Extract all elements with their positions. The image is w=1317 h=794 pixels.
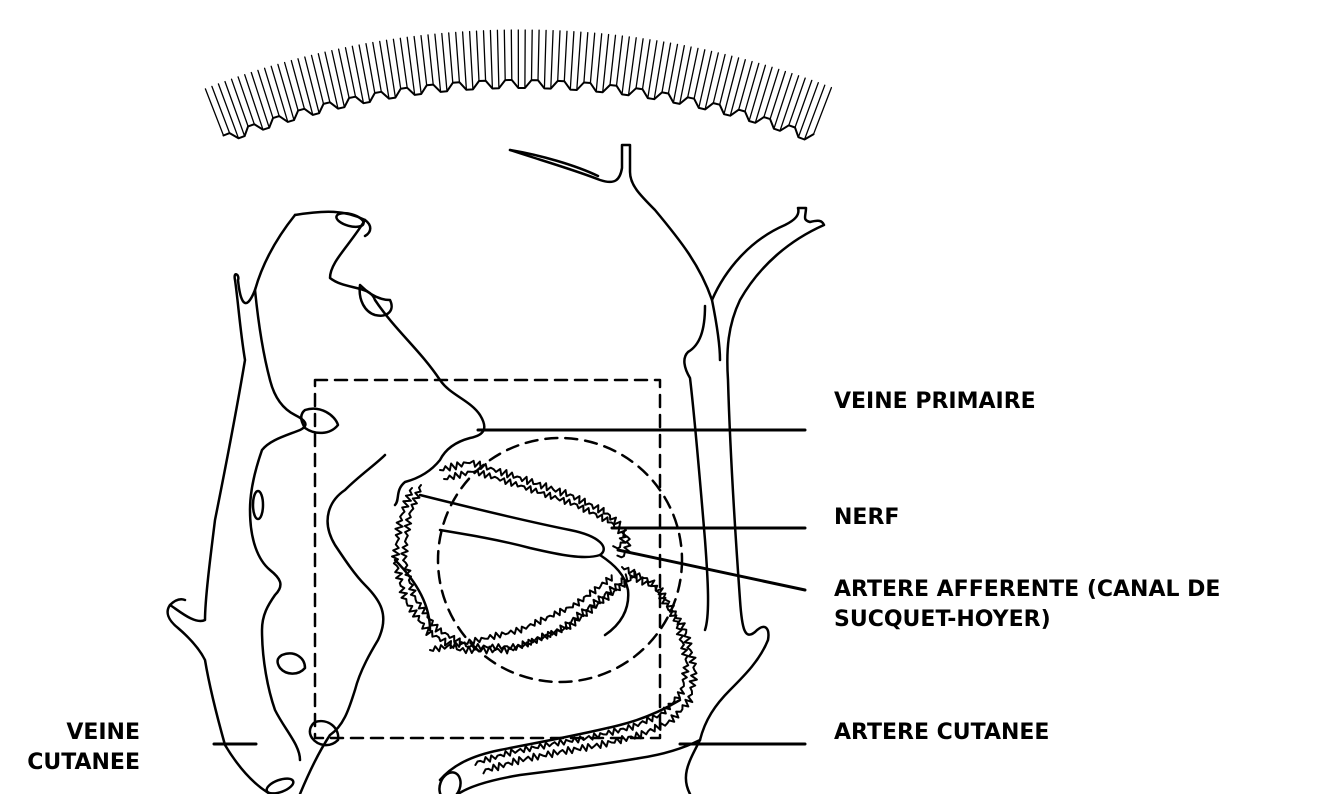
label-artere-cutanee: ARTERE CUTANEE <box>834 718 1049 748</box>
label-veine-cutanee-line2: CUTANEE <box>20 748 140 778</box>
epidermis <box>205 30 831 140</box>
cutaneous-vein <box>168 211 485 794</box>
afferent-canal <box>395 495 628 635</box>
leader-artere-afferente <box>618 550 805 590</box>
label-veine-cutanee-line1: VEINE <box>20 718 140 748</box>
region-outline <box>315 380 682 738</box>
leader-lines <box>214 430 805 744</box>
label-nerf: NERF <box>834 503 899 533</box>
label-artere-afferente-line2: SUCQUET-HOYER) <box>834 605 1220 635</box>
label-veine-primaire: VEINE PRIMAIRE <box>834 387 1036 417</box>
glomus-body <box>392 461 697 774</box>
label-artere-afferente-line1: ARTERE AFFERENTE (CANAL DE <box>834 575 1220 605</box>
label-artere-afferente: ARTERE AFFERENTE (CANAL DE SUCQUET-HOYER… <box>834 575 1220 635</box>
label-veine-cutanee: VEINE CUTANEE <box>20 718 140 778</box>
